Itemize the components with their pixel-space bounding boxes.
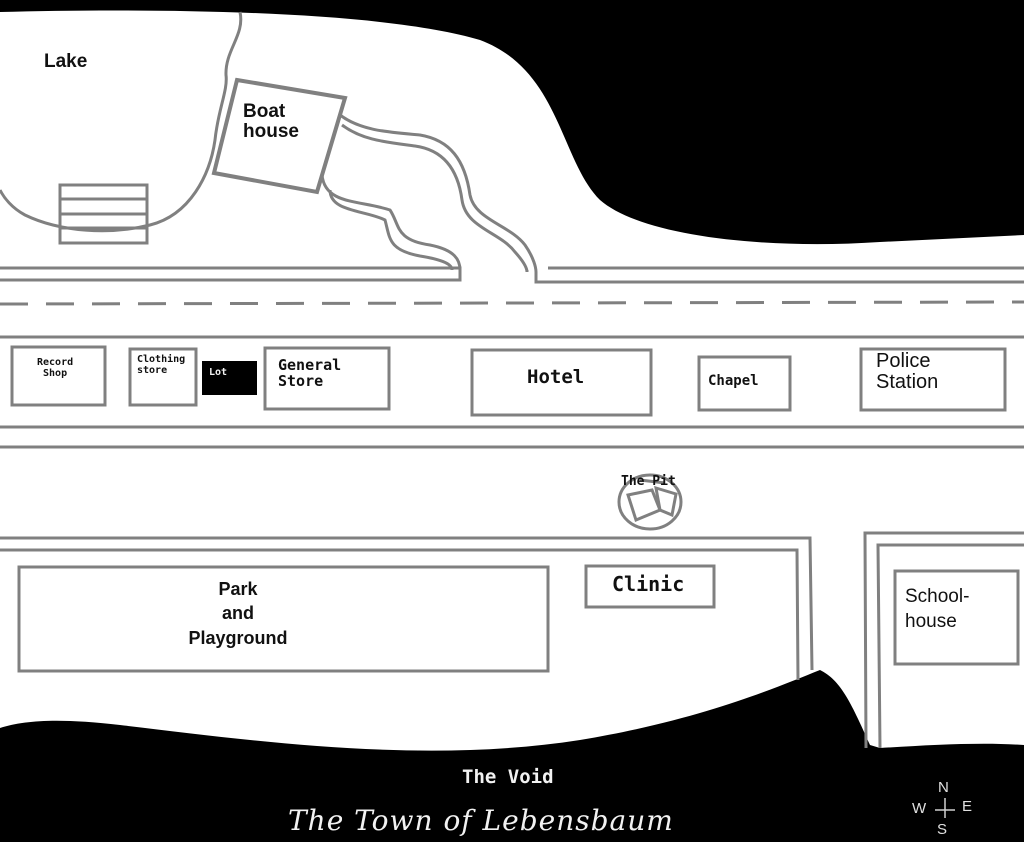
lot-label: Lot [209,367,228,378]
compass-cross [935,798,955,818]
record-shop-label: Record Shop [37,357,74,379]
police-station-building [859,347,1007,412]
clinic-label: Clinic [612,572,685,596]
dock [58,183,149,245]
the-pit-label: The Pit [621,474,676,489]
main-road [0,266,1024,339]
boathouse-paths [320,113,538,273]
record-shop-building [10,345,107,407]
map-title: The Town of Lebensbaum [288,804,674,837]
compass-n: N [938,779,949,796]
lake-label: Lake [44,51,88,72]
clinic-building [584,564,716,609]
side-street [0,425,1024,749]
buildings [10,345,1020,673]
lot-building [202,361,257,395]
general-store-building [263,346,391,411]
park-area [17,565,550,673]
park-label: Park and Playground [188,579,288,648]
schoolhouse-building [893,569,1020,666]
chapel-building [697,355,792,412]
chapel-label: Chapel [708,373,759,389]
compass-w: W [912,800,927,817]
police-station-label: Police Station [876,350,939,393]
compass-s: S [937,821,948,838]
clothing-store-label: Clothing store [137,354,186,376]
hotel-label: Hotel [527,366,585,388]
road-centerline [0,300,1024,306]
boathouse-building [211,77,348,195]
the-pit-symbol [617,473,683,531]
general-store-label: General Store [278,356,342,390]
hotel-building [470,348,653,417]
schoolhouse-label: School- house [905,586,970,632]
boathouse-label: Boat house [243,101,299,142]
void-label: The Void [462,766,554,788]
compass-e: E [962,798,973,815]
lake-shoreline [0,11,243,233]
clothing-store-building [128,347,198,407]
